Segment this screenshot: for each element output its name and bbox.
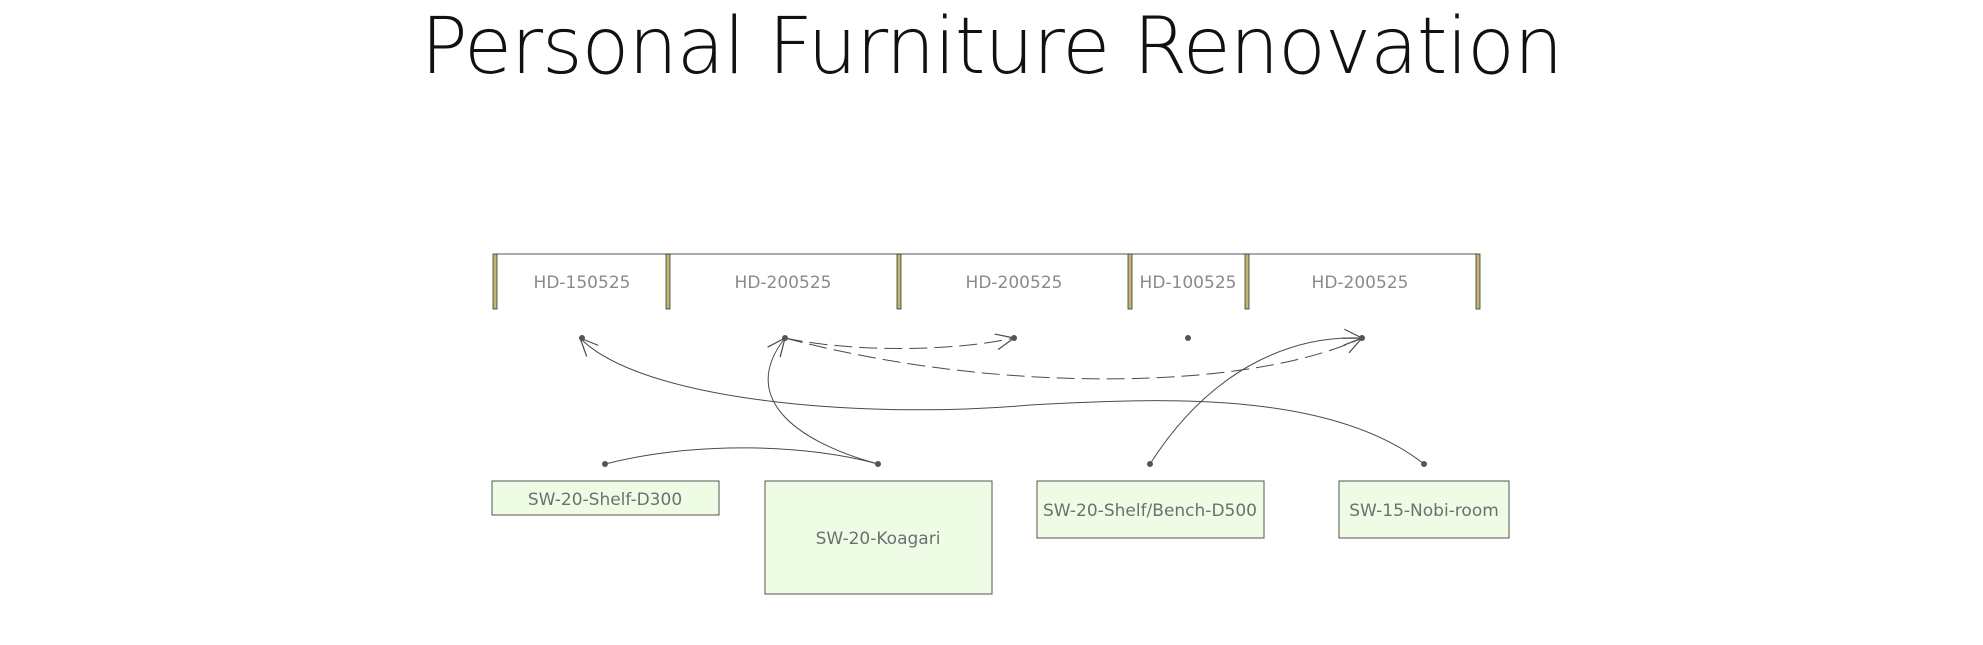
sw-anchor-dot — [1421, 461, 1427, 467]
hd-post — [1475, 253, 1481, 310]
hd-post — [1244, 253, 1250, 310]
hd-anchor-dot — [782, 335, 788, 341]
hd-anchor-dot — [1359, 335, 1365, 341]
hd-post — [492, 253, 498, 310]
sw-anchor-dot — [875, 461, 881, 467]
sw-box — [764, 480, 993, 595]
sw-item-label: SW-20-Shelf/Bench-D500 — [1043, 501, 1257, 521]
page-title: Personal Furniture Renovation — [420, 2, 1564, 92]
hd-section-label: HD-150525 — [534, 273, 631, 293]
hd-section-label: HD-100525 — [1140, 273, 1237, 293]
sw-anchor-dot — [602, 461, 608, 467]
hd-anchor-dot — [1011, 335, 1017, 341]
hd-post — [896, 253, 902, 310]
sw-box — [1338, 480, 1510, 539]
hd-section-label: HD-200525 — [735, 273, 832, 293]
sw-item-koagari[interactable]: SW-20-Koagari — [764, 480, 993, 595]
sw-box — [1036, 480, 1265, 539]
hd-section-label: HD-200525 — [1312, 273, 1409, 293]
link-bench-to-hd — [1149, 338, 1362, 465]
sw-item-nobi-room[interactable]: SW-15-Nobi-room — [1338, 480, 1510, 539]
link-shelf-to-koagari — [604, 447, 879, 465]
dashed-link-long — [784, 338, 1362, 380]
hd-post — [665, 253, 671, 310]
sw-anchor-dot — [1147, 461, 1153, 467]
hd-anchor-dot — [579, 335, 585, 341]
sw-item-label: SW-20-Koagari — [816, 529, 941, 549]
hd-post — [1127, 253, 1133, 310]
dashed-link-short — [784, 338, 1014, 349]
link-nobi-room-to-hd — [580, 338, 1425, 465]
sw-item-label: SW-20-Shelf-D300 — [528, 490, 682, 510]
hd-anchor-dot — [1185, 335, 1191, 341]
sw-item-shelf-bench-d500[interactable]: SW-20-Shelf/Bench-D500 — [1036, 480, 1265, 539]
sw-box — [491, 480, 720, 516]
link-koagari-to-hd — [768, 338, 879, 465]
sw-item-shelf-d300[interactable]: SW-20-Shelf-D300 — [491, 480, 720, 516]
sw-item-label: SW-15-Nobi-room — [1349, 501, 1499, 521]
hd-section-label: HD-200525 — [966, 273, 1063, 293]
